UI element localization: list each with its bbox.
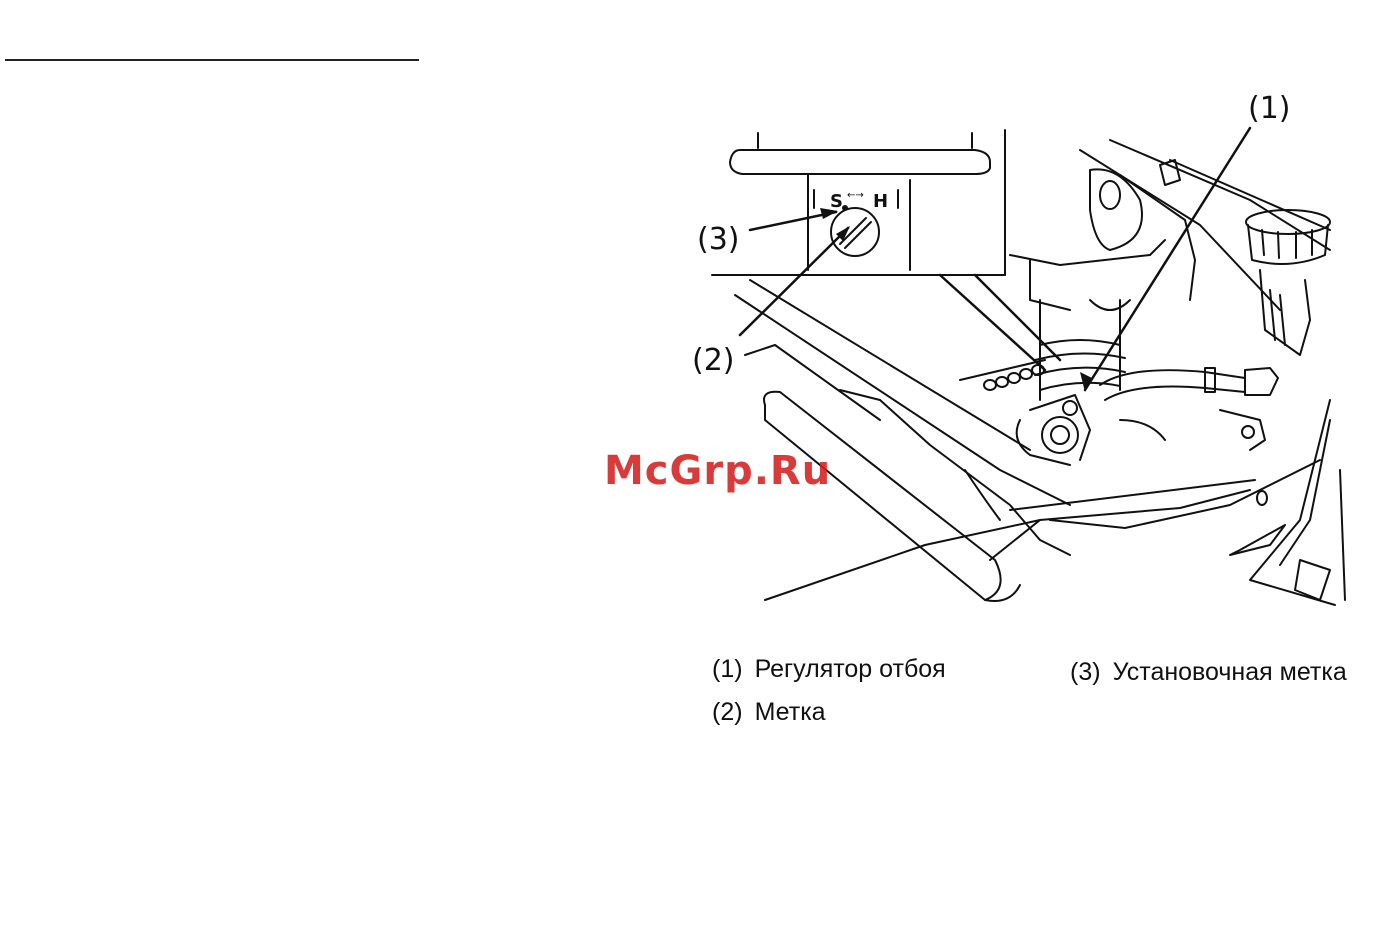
watermark: McGrp.Ru [604, 448, 831, 494]
adjuster-dial [831, 208, 879, 256]
callout-3: (3) [697, 222, 740, 257]
inset-detail [712, 130, 1005, 275]
legend-text: Установочная метка [1113, 658, 1347, 686]
legend-text: Регулятор отбоя [755, 655, 946, 683]
legend-number: (2) [712, 698, 743, 727]
dial-hard-label: H [873, 191, 888, 212]
legend-number: (1) [712, 655, 743, 684]
drive-chain [960, 360, 1045, 390]
legend-item-2: (2) Метка [712, 698, 826, 727]
legend-item-3: (3) Установочная метка [1070, 658, 1347, 687]
right-frame [1230, 400, 1345, 605]
callout-1: (1) [1248, 91, 1291, 126]
dial-arrows: ←→ [847, 190, 864, 201]
muffler [764, 390, 1070, 601]
brake-hose [1100, 368, 1278, 450]
brake-reservoir [1246, 210, 1330, 355]
rear-shock [1017, 300, 1130, 465]
legend-text: Метка [755, 698, 826, 726]
legend-item-1: (1) Регулятор отбоя [712, 655, 946, 684]
callout-2: (2) [692, 343, 735, 378]
legend-number: (3) [1070, 658, 1101, 687]
dial-soft-label: S [830, 191, 843, 212]
